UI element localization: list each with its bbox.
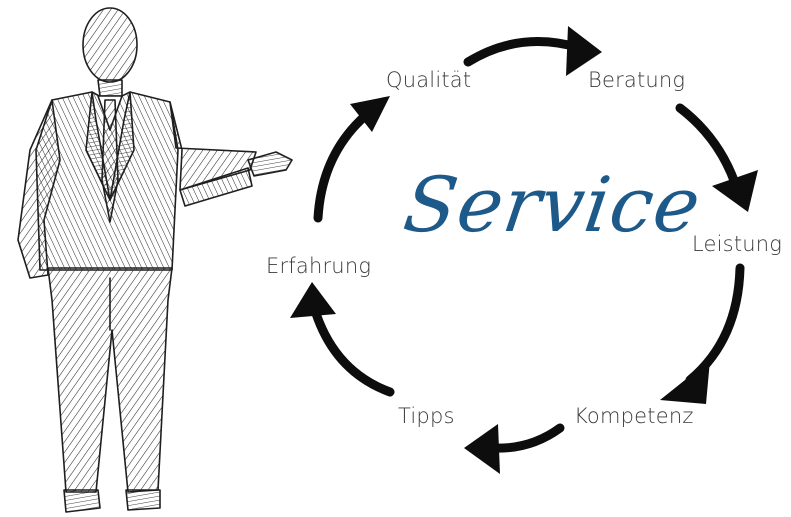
arrow-head-icon xyxy=(290,282,336,318)
curved-arrow-icon xyxy=(313,105,377,223)
cycle-label-kompetenz: Kompetenz xyxy=(574,404,694,428)
center-title: Service xyxy=(398,160,707,249)
cycle-label-leistung: Leistung xyxy=(692,232,783,256)
arrow-head-icon xyxy=(712,170,758,212)
curved-arrow-icon xyxy=(463,37,585,67)
cycle-label-qualitaet: Qualität xyxy=(386,68,472,92)
arrow-head-icon xyxy=(350,96,390,132)
cycle-label-erfahrung: Erfahrung xyxy=(266,254,372,278)
arrow-head-icon xyxy=(464,424,500,474)
sketched-businessman-icon xyxy=(17,7,293,513)
curved-arrow-icon xyxy=(685,263,745,385)
cycle-label-beratung: Beratung xyxy=(588,68,686,92)
curved-arrow-icon xyxy=(487,423,565,453)
arrow-heads xyxy=(290,26,758,474)
arrow-head-icon xyxy=(566,26,602,76)
cycle-label-tipps: Tipps xyxy=(398,404,455,428)
arrow-head-icon xyxy=(660,360,710,404)
